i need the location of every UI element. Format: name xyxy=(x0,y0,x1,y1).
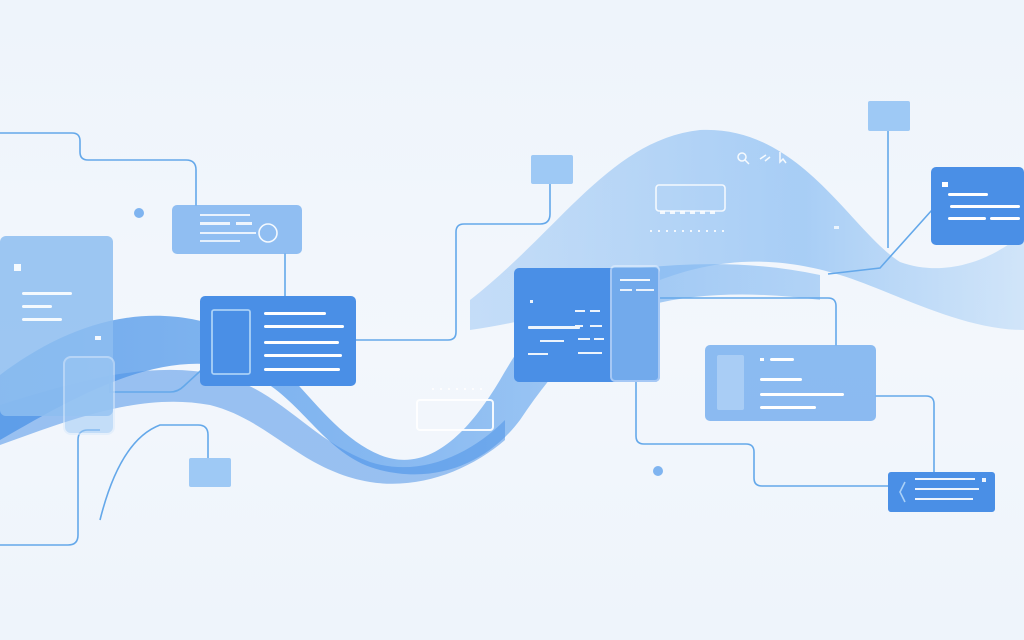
card-c xyxy=(514,265,660,382)
tile-top-center xyxy=(531,155,573,184)
connector-card-f-to-g xyxy=(875,395,935,472)
card-g xyxy=(888,472,995,512)
search-icon xyxy=(737,152,750,165)
connector-left-panel xyxy=(109,361,211,393)
connector-card-c-down xyxy=(635,380,888,487)
card-f-image-placeholder xyxy=(717,355,744,410)
tile-bottom-left xyxy=(189,458,231,487)
connector-bottom-curve xyxy=(99,424,209,521)
dot-node-bottom xyxy=(653,466,663,476)
card-c-overlay-panel xyxy=(610,265,660,382)
card-a-circle-icon xyxy=(258,223,278,243)
connector-lines xyxy=(0,131,935,546)
card-f xyxy=(705,345,876,421)
panel-left-overlay xyxy=(63,356,115,435)
card-d-outline xyxy=(650,184,726,232)
card-b xyxy=(200,296,356,386)
wave-icons xyxy=(737,152,787,165)
card-b-image-placeholder xyxy=(211,309,251,375)
connector-card-e-diag xyxy=(827,209,933,275)
dotted-row-center xyxy=(432,388,482,390)
document-icon xyxy=(14,264,21,271)
connector-card-b-to-c xyxy=(355,184,551,341)
wave-ribbon-lower xyxy=(0,369,505,484)
wave-ribbon-main xyxy=(0,264,820,475)
mouse-cursor-icon xyxy=(779,152,787,164)
connector-top-left xyxy=(0,132,197,206)
connector-card-c-to-f xyxy=(660,297,837,346)
dot-node-left xyxy=(134,208,144,218)
frame-outline-small xyxy=(416,399,494,431)
card-a xyxy=(172,205,302,254)
connector-bottom-left xyxy=(0,429,100,546)
tiny-mark-right xyxy=(834,226,839,229)
card-e xyxy=(931,167,1024,245)
tile-top-right xyxy=(868,101,910,131)
link-icon xyxy=(759,154,771,162)
